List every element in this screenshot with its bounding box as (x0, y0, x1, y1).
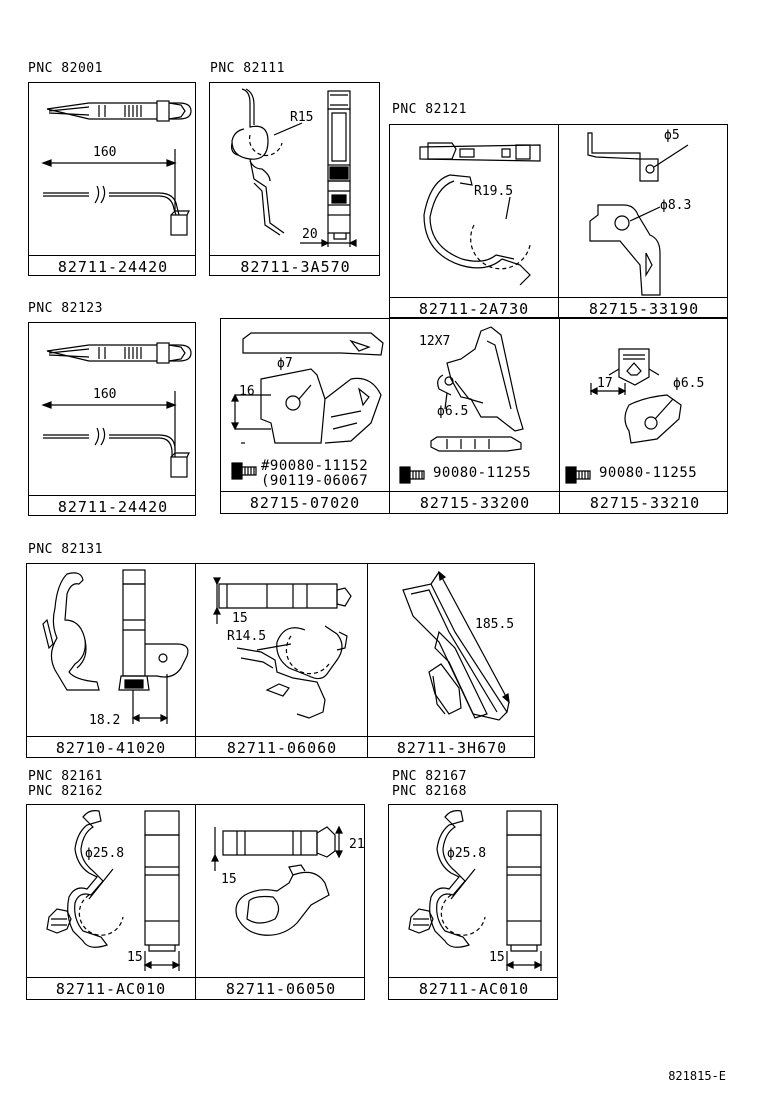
dim-width-label: 15 (127, 950, 143, 965)
dim-length-label: 160 (93, 387, 117, 402)
dim-length-label: 160 (93, 145, 117, 160)
dim-width-label: 18.2 (89, 713, 121, 728)
part-number: 82715-33190 (588, 300, 700, 318)
pnc-label: PNC 82131 (28, 542, 103, 557)
clamp-drawing (211, 825, 343, 936)
dim-hole-label: ϕ5 (664, 128, 680, 143)
dim-width-label: 15 (489, 950, 505, 965)
bolt-icon (565, 466, 591, 484)
dim-diameter-label: ϕ25.8 (447, 846, 487, 861)
part-panel-82121: R19.5 ϕ5 ϕ8.3 82711-2A730 82715-33190 (389, 124, 728, 318)
panel-divider (27, 977, 364, 978)
dim-radius-label: R19.5 (474, 184, 514, 199)
dim-radius-label: R15 (290, 110, 314, 125)
panel-divider (389, 977, 557, 978)
bracket-drawing (430, 326, 524, 452)
pnc-label: PNC 82167 (392, 769, 467, 784)
pnc-label: PNC 82123 (28, 301, 103, 316)
bolt-number-alt: (90119-06067 (261, 473, 369, 489)
bracket-drawing (587, 132, 689, 296)
part-number: 82711-3H670 (396, 739, 508, 757)
pnc-label: PNC 82111 (210, 61, 285, 76)
panel-divider-vertical (195, 805, 196, 999)
clamp-drawing (42, 569, 189, 724)
dim-length-label: 185.5 (475, 617, 515, 632)
dim-hole-label: ϕ7 (277, 356, 293, 371)
clamp-drawing (408, 810, 543, 971)
part-number: 82711-3A570 (240, 258, 351, 276)
dim-width-label: 17 (597, 376, 613, 391)
bolt-number: 90080-11255 (433, 465, 532, 481)
dim-height-label: 15 (221, 872, 237, 887)
clamp-drawing (213, 577, 352, 719)
panel-divider (29, 495, 195, 496)
dim-slot-label: 12X7 (419, 334, 451, 349)
dim-radius-label: R14.5 (227, 629, 267, 644)
clamp-drawing (231, 88, 357, 247)
panel-divider (210, 255, 379, 256)
pnc-label: PNC 82161 (28, 769, 103, 784)
panel-divider (29, 255, 195, 256)
part-number: 82711-24420 (57, 498, 169, 516)
dim-hole-label: ϕ6.5 (673, 376, 705, 391)
document-id: 821815-E (668, 1069, 726, 1083)
part-panel-82131: 18.2 15 R14.5 185.5 82710-41020 82711-06… (26, 563, 535, 758)
part-number: 82711-AC010 (418, 980, 530, 998)
pnc-label: PNC 82162 (28, 784, 103, 799)
dim-height-label: 16 (239, 384, 255, 399)
pnc-label: PNC 82168 (392, 784, 467, 799)
bolt-number: 90080-11255 (599, 465, 698, 481)
panel-divider (221, 491, 727, 492)
panel-divider-vertical (367, 564, 368, 757)
dim-diameter-label: ϕ25.8 (85, 846, 125, 861)
bolt-number: #90080-11152 (261, 458, 369, 474)
part-number: 82715-07020 (249, 494, 361, 512)
part-panel-82001: 160 82711-24420 (28, 82, 196, 276)
panel-divider-vertical (195, 564, 196, 757)
dim-hole-label: ϕ6.5 (437, 404, 469, 419)
bracket-drawing (231, 332, 384, 444)
part-number: 82711-06060 (226, 739, 338, 757)
cable-tie-drawing (41, 342, 192, 478)
part-number: 82711-24420 (57, 258, 169, 276)
part-panel-brackets: ϕ7 16 #90080-11152 (90119-06067 12X7 ϕ6.… (220, 318, 728, 514)
part-number: 82711-AC010 (55, 980, 167, 998)
part-panel-82167: ϕ25.8 15 82711-AC010 (388, 804, 558, 1000)
pnc-label: PNC 82001 (28, 61, 103, 76)
panel-divider-vertical (558, 125, 559, 317)
part-number: 82710-41020 (55, 739, 167, 757)
bracket-drawing (589, 348, 682, 444)
panel-divider-vertical (559, 319, 560, 513)
pnc-label: PNC 82121 (392, 102, 467, 117)
part-panel-82111: R15 20 82711-3A570 (209, 82, 380, 276)
part-number: 82715-33210 (589, 494, 701, 512)
clamp-drawing (46, 810, 181, 971)
dim-height-label: 15 (232, 611, 248, 626)
part-number: 82711-2A730 (418, 300, 530, 318)
part-number: 82715-33200 (419, 494, 531, 512)
dim-hole-label: ϕ8.3 (660, 198, 692, 213)
part-number: 82711-06050 (225, 980, 337, 998)
clamp-drawing (419, 142, 541, 286)
dim-height-label: 21 (349, 837, 365, 852)
part-panel-82161: ϕ25.8 15 21 15 82711-AC010 82711-06050 (26, 804, 365, 1000)
part-panel-82123: 160 82711-24420 (28, 322, 196, 516)
dim-width-label: 20 (302, 227, 318, 242)
panel-divider (390, 297, 727, 298)
bolt-icon (399, 466, 425, 484)
panel-divider-vertical (389, 319, 390, 513)
panel-divider (27, 736, 534, 737)
bolt-icon (231, 462, 257, 480)
cable-tie-drawing (41, 100, 192, 236)
clamp-drawing (402, 570, 510, 721)
